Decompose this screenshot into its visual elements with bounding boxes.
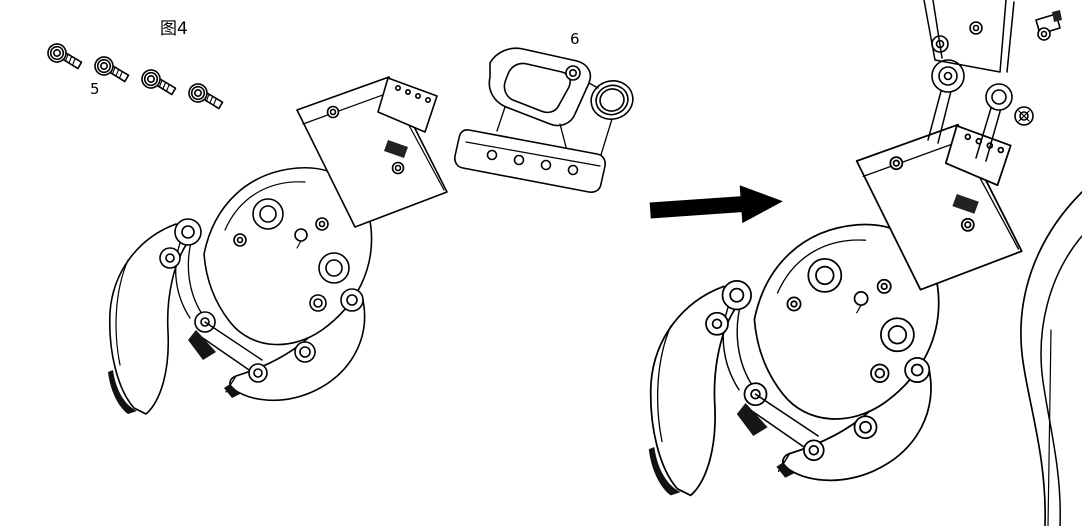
gripper-after-drawing — [647, 123, 1023, 497]
robot-arm-drawing — [923, 0, 1082, 526]
screw-icon — [45, 41, 86, 70]
bracket-part-drawing — [454, 47, 634, 193]
part-label-bracket: 6 — [570, 30, 580, 48]
screws-group — [45, 41, 227, 110]
assembly-arrow-icon — [649, 185, 783, 224]
part-label-screws: 5 — [90, 80, 100, 98]
screw-icon — [92, 54, 133, 83]
screw-icon — [186, 81, 227, 110]
gripper-before-drawing — [107, 76, 448, 415]
figure-title: 图4 — [160, 19, 188, 39]
screw-icon — [139, 67, 180, 96]
